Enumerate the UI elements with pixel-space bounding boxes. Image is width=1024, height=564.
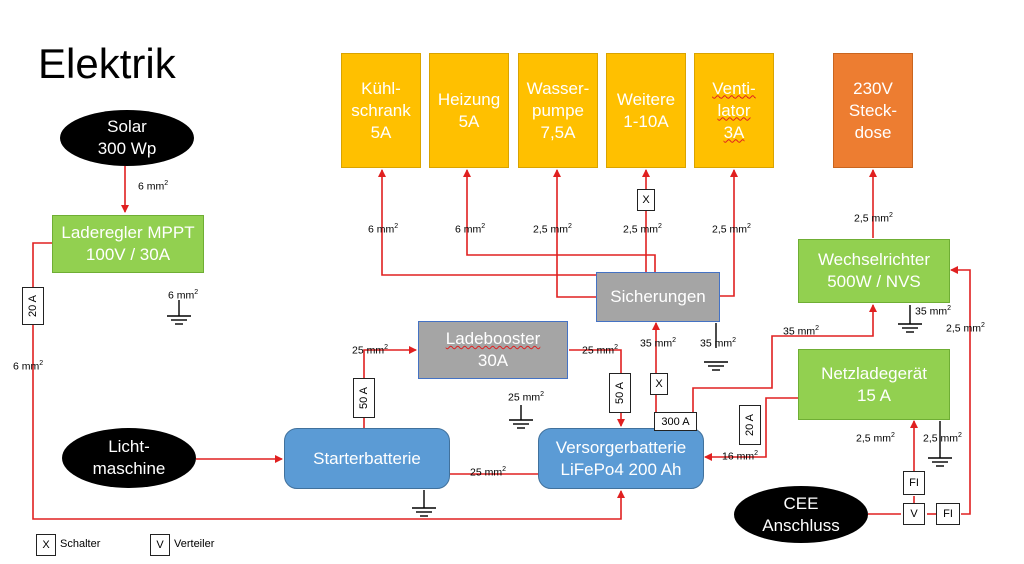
kuehlschrank-box: Kühl- schrank 5A — [341, 53, 421, 168]
ventilator-label: Venti- lator 3A — [712, 78, 756, 142]
cable-booster-right-label: 25 mm2 — [582, 344, 618, 357]
steckdose-box: 230V Steck- dose — [833, 53, 913, 168]
cable-wasserpumpe-label: 2,5 mm2 — [533, 223, 572, 236]
starterbatterie-box: Starterbatterie — [284, 428, 450, 489]
solar-ellipse: Solar 300 Wp — [60, 110, 194, 166]
wire-kuehlschrank — [378, 169, 596, 276]
cable-batteries-label: 25 mm2 — [470, 466, 506, 479]
fuse-50a-left-tag: 50 A — [353, 378, 375, 418]
switch-weitere-tag: X — [637, 189, 655, 211]
cable-left-label: 6 mm2 — [13, 360, 44, 373]
ladebooster-rating: 30A — [477, 351, 509, 370]
verteiler-tag: V — [903, 503, 925, 525]
ladebooster-box: Ladebooster 30A — [418, 321, 568, 379]
cable-netzlader-label: 2,5 mm2 — [856, 432, 895, 445]
page-title: Elektrik — [38, 40, 176, 87]
cee-ellipse: CEE Anschluss — [734, 486, 868, 543]
legend-switch-text: Schalter — [60, 538, 101, 550]
cable-heizung-label: 6 mm2 — [455, 223, 486, 236]
lichtmaschine-ellipse: Licht- maschine — [62, 428, 196, 488]
wire-netzlader-versorger — [704, 397, 798, 461]
wire-wasserpumpe — [553, 169, 596, 298]
fuse-20a-left-label: 20 A — [27, 294, 39, 318]
wechselrichter-box: Wechselrichter 500W / NVS — [798, 239, 950, 303]
wasserpumpe-box: Wasser- pumpe 7,5A — [518, 53, 598, 168]
fi-upper-tag: FI — [903, 471, 925, 495]
fuse-20a-left-tag: 20 A — [22, 287, 44, 325]
cable-wechselrichter-ground-label: 35 mm2 — [915, 305, 951, 318]
fuse-20a-right-label: 20 A — [744, 413, 756, 437]
wire-laderegler-versorger — [32, 242, 625, 520]
weitere-box: Weitere 1-10A — [606, 53, 686, 168]
cable-booster-ground-label: 25 mm2 — [508, 391, 544, 404]
legend-switch-symbol: X — [36, 534, 56, 556]
fuse-300a-tag: 300 A — [654, 412, 697, 431]
cable-wechselrichter-label: 35 mm2 — [783, 325, 819, 338]
switch-sicherungen-tag: X — [650, 373, 668, 395]
cable-weitere-label: 2,5 mm2 — [623, 223, 662, 236]
cable-ventilator-label: 2,5 mm2 — [712, 223, 751, 236]
fuse-50a-left-label: 50 A — [358, 386, 370, 410]
cable-sicherungen-ground-label: 35 mm2 — [700, 337, 736, 350]
sicherungen-box: Sicherungen — [596, 272, 720, 322]
fi-right-tag: FI — [936, 503, 960, 525]
cable-booster-left-label: 25 mm2 — [352, 344, 388, 357]
legend-distributor-symbol: V — [150, 534, 170, 556]
fuse-50a-right-label: 50 A — [614, 381, 626, 405]
laderegler-box: Laderegler MPPT 100V / 30A — [52, 215, 204, 273]
netzladegeraet-box: Netzladegerät 15 A — [798, 349, 950, 420]
ventilator-box: Venti- lator 3A — [694, 53, 774, 168]
cable-wechselrichter-right-label: 2,5 mm2 — [946, 322, 985, 335]
heizung-box: Heizung 5A — [429, 53, 509, 168]
wire-heizung — [463, 169, 656, 272]
fuse-20a-right-tag: 20 A — [739, 405, 761, 445]
wire-ventilator — [719, 169, 738, 297]
ladebooster-name: Ladebooster — [445, 329, 541, 348]
cable-kuehlschrank-label: 6 mm2 — [368, 223, 399, 236]
cable-solar-label: 6 mm2 — [138, 180, 169, 193]
wire-fi-wechselrichter — [950, 266, 971, 515]
cable-laderegler-ground-label: 6 mm2 — [168, 289, 199, 302]
cable-sicherungen-label: 35 mm2 — [640, 337, 676, 350]
versorgerbatterie-box: Versorgerbatterie LiFePo4 200 Ah — [538, 428, 704, 489]
cable-steckdose-label: 2,5 mm2 — [854, 212, 893, 225]
legend-distributor-text: Verteiler — [174, 538, 215, 550]
fuse-50a-right-tag: 50 A — [609, 373, 631, 413]
cable-versorger-right-label: 16 mm2 — [722, 450, 758, 463]
wire-versorger-wechselrichter — [692, 304, 877, 412]
cable-netzlader-ground-label: 2,5 mm2 — [923, 432, 962, 445]
